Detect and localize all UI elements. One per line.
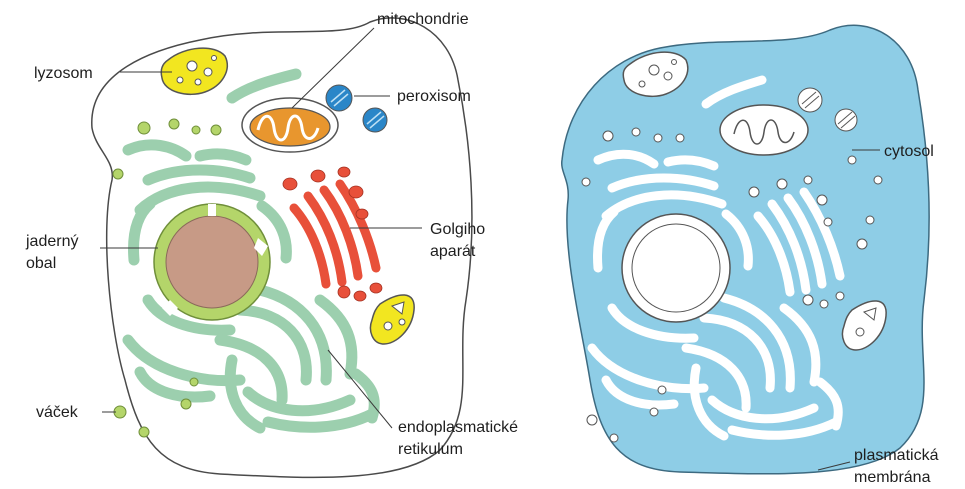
label-er-line2: retikulum — [398, 441, 463, 458]
label-vacek: váček — [36, 404, 79, 421]
mitochondrion — [242, 98, 338, 152]
label-golgi-line1: Golgiho — [430, 221, 485, 238]
mitochondrion-right — [720, 105, 808, 155]
label-jaderny-obal-line2: obal — [26, 255, 56, 272]
right-cell — [562, 25, 929, 473]
label-jaderny-obal-line1: jaderný — [25, 233, 78, 250]
label-mitochondrie: mitochondrie — [377, 11, 469, 28]
left-cell — [92, 18, 472, 478]
label-peroxisom: peroxisom — [397, 88, 471, 105]
nucleus-right — [622, 214, 730, 322]
label-er-line1: endoplasmatické — [398, 419, 518, 436]
label-membrane-line2: membrána — [854, 469, 931, 486]
label-golgi-line2: aparát — [430, 243, 476, 260]
nucleus — [154, 204, 270, 320]
label-membrane-line1: plasmatická — [854, 447, 939, 464]
label-lyzosom: lyzosom — [34, 65, 93, 82]
label-cytosol: cytosol — [884, 143, 934, 160]
